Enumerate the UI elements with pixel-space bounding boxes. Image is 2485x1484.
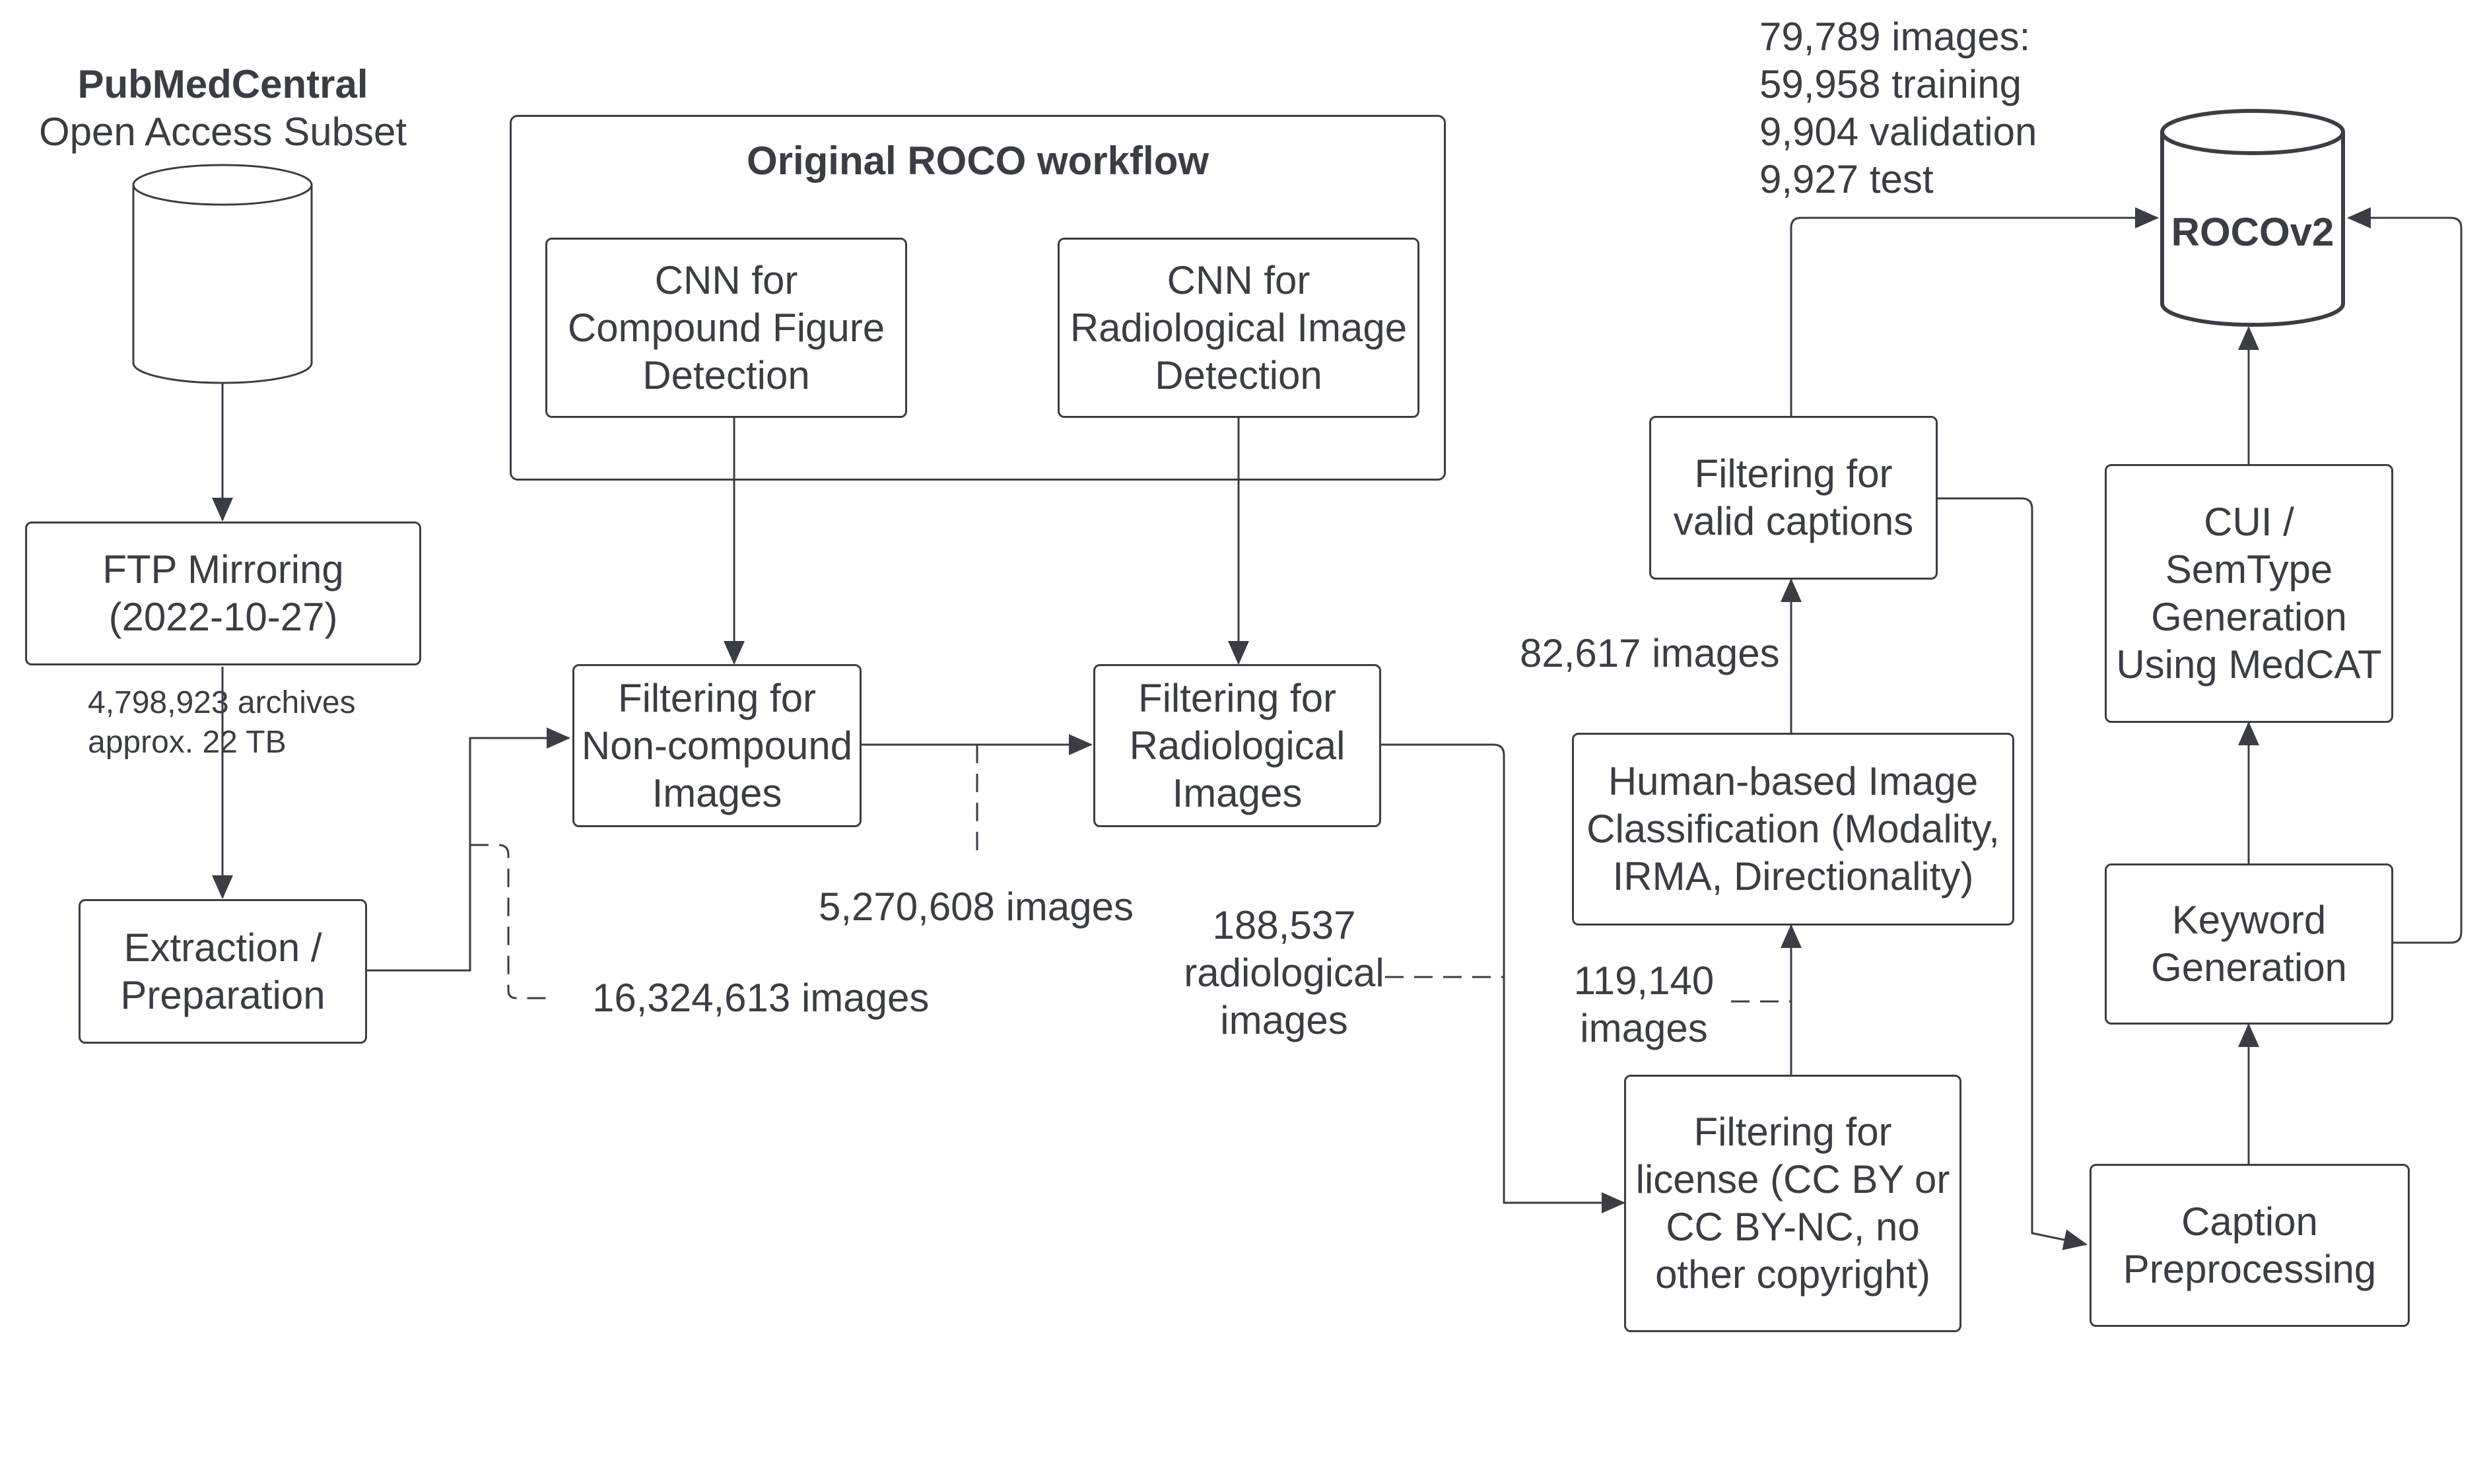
filter-license-label: Filtering for license (CC BY or CC BY-NC… bbox=[1635, 1110, 1950, 1297]
filter-radiological-box: Filtering for Radiological Images bbox=[1093, 664, 1381, 827]
human-classification-box: Human-based Image Classification (Modali… bbox=[1572, 733, 2014, 926]
images-82k-annotation: 82,617 images bbox=[1520, 631, 1780, 675]
filter-license-box: Filtering for license (CC BY or CC BY-NC… bbox=[1624, 1075, 1961, 1332]
source-title: PubMedCentral bbox=[77, 62, 368, 106]
extraction-label: Extraction / Preparation bbox=[120, 925, 325, 1017]
archives-annotation: 4,798,923 archives approx. 22 TB bbox=[88, 685, 356, 760]
filter-noncompound-label: Filtering for Non-compound Images bbox=[581, 675, 853, 815]
caption-preprocessing-label: Caption Preprocessing bbox=[2123, 1199, 2377, 1291]
keyword-generation-box: Keyword Generation bbox=[2105, 863, 2393, 1025]
images-188k-annotation: 188,537 radiological images bbox=[1184, 903, 1384, 1042]
cui-generation-box: CUI / SemType Generation Using MedCAT bbox=[2105, 464, 2393, 723]
arrow-keyword-to-rocov2 bbox=[2347, 207, 2463, 944]
caption-preprocessing-box: Caption Preprocessing bbox=[2090, 1164, 2410, 1327]
human-classification-label: Human-based Image Classification (Modali… bbox=[1586, 759, 2000, 898]
roco-workflow-title: Original ROCO workflow bbox=[746, 139, 1209, 183]
filter-captions-label: Filtering for valid captions bbox=[1673, 452, 1914, 543]
images-16m-annotation: 16,324,613 images bbox=[592, 976, 930, 1020]
leader-16m bbox=[470, 844, 548, 999]
cnn-radiological-label: CNN for Radiological Image Detection bbox=[1070, 257, 1408, 397]
keyword-generation-label: Keyword Generation bbox=[2151, 898, 2347, 990]
filter-captions-box: Filtering for valid captions bbox=[1649, 416, 1938, 580]
arrow-radiological-to-license bbox=[1381, 743, 1625, 1213]
roco-workflow-group bbox=[510, 115, 1446, 481]
cnn-radiological-box: CNN for Radiological Image Detection bbox=[1058, 238, 1419, 418]
arrow-extraction-to-filter-noncompound bbox=[367, 727, 570, 972]
arrow-captions-to-rocov2 bbox=[1790, 207, 2159, 416]
arrow-captions-to-preprocessing bbox=[1938, 497, 2088, 1250]
cui-generation-label: CUI / SemType Generation Using MedCAT bbox=[2116, 500, 2382, 687]
source-subtitle: Open Access Subset bbox=[39, 110, 407, 154]
ftp-mirroring-label: FTP Mirroring (2022-10-27) bbox=[102, 547, 344, 639]
cnn-compound-label: CNN for Compound Figure Detection bbox=[567, 257, 885, 397]
ftp-mirroring-box: FTP Mirroring (2022-10-27) bbox=[25, 522, 421, 665]
rocov2-database-icon bbox=[2160, 109, 2345, 327]
filter-radiological-label: Filtering for Radiological Images bbox=[1129, 675, 1345, 815]
cnn-compound-box: CNN for Compound Figure Detection bbox=[545, 238, 907, 418]
dataset-split-annotation: 79,789 images: 59,958 training 9,904 val… bbox=[1759, 15, 2037, 201]
source-database-icon bbox=[132, 164, 313, 384]
filter-noncompound-box: Filtering for Non-compound Images bbox=[572, 664, 862, 827]
rocov2-label: ROCOv2 bbox=[2171, 210, 2334, 254]
images-5m-annotation: 5,270,608 images bbox=[819, 885, 1134, 929]
extraction-box: Extraction / Preparation bbox=[79, 899, 367, 1044]
images-119k-annotation: 119,140 images bbox=[1573, 959, 1715, 1050]
